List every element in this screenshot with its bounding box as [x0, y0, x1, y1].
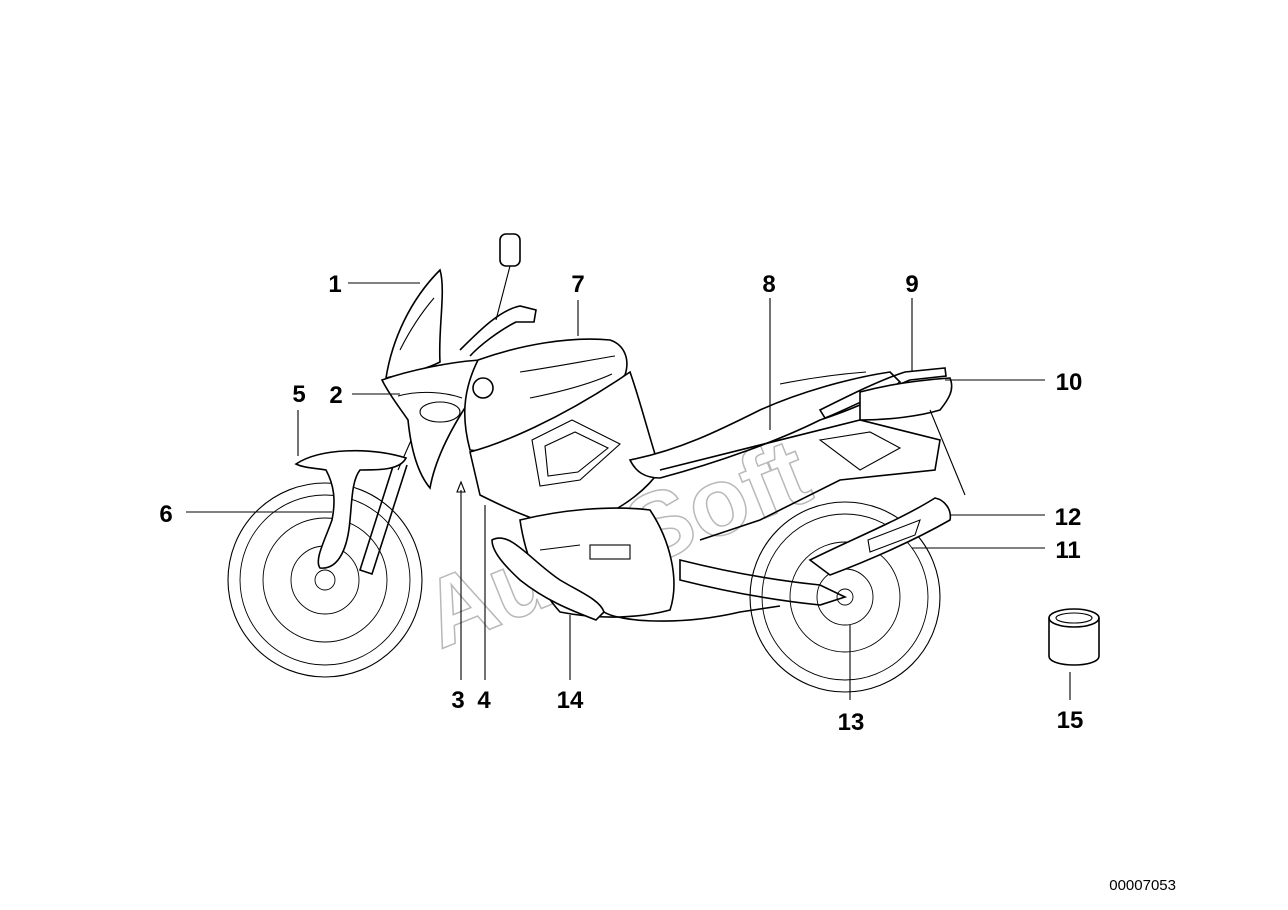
swing-arm — [679, 558, 848, 606]
bmw-roundel — [472, 377, 494, 399]
callout-9: 9 — [905, 271, 918, 298]
mirror — [495, 233, 521, 321]
callout-11: 11 — [1055, 537, 1080, 564]
callout-13: 13 — [838, 709, 865, 736]
lower-frame — [603, 605, 781, 622]
callout-8: 8 — [762, 271, 775, 298]
callout-3: 3 — [451, 687, 464, 714]
callout-15: 15 — [1057, 707, 1084, 734]
container-item-15 — [1048, 608, 1100, 666]
handlebar — [459, 305, 537, 357]
callout-12: 12 — [1055, 504, 1082, 531]
document-number: 00007053 — [1109, 877, 1176, 894]
leader-lines — [186, 282, 1071, 700]
rear-frame — [659, 419, 941, 541]
callout-14: 14 — [557, 687, 584, 714]
callout-7: 7 — [571, 271, 584, 298]
front-wheel — [227, 482, 423, 678]
callout-4: 4 — [477, 687, 491, 714]
luggage-rack — [818, 367, 947, 419]
tail-section — [859, 377, 953, 421]
callout-2: 2 — [329, 382, 342, 409]
callout-10: 10 — [1056, 369, 1083, 396]
callout-6: 6 — [159, 501, 172, 528]
callout-5: 5 — [292, 381, 305, 408]
front-fender — [294, 449, 408, 569]
callout-1: 1 — [328, 271, 341, 298]
exhaust-header — [491, 537, 605, 621]
front-fairing — [380, 359, 482, 490]
callout-labels: 1 2 3 4 5 6 7 8 9 10 11 12 13 14 15 — [159, 271, 1083, 736]
silencer — [808, 497, 952, 576]
